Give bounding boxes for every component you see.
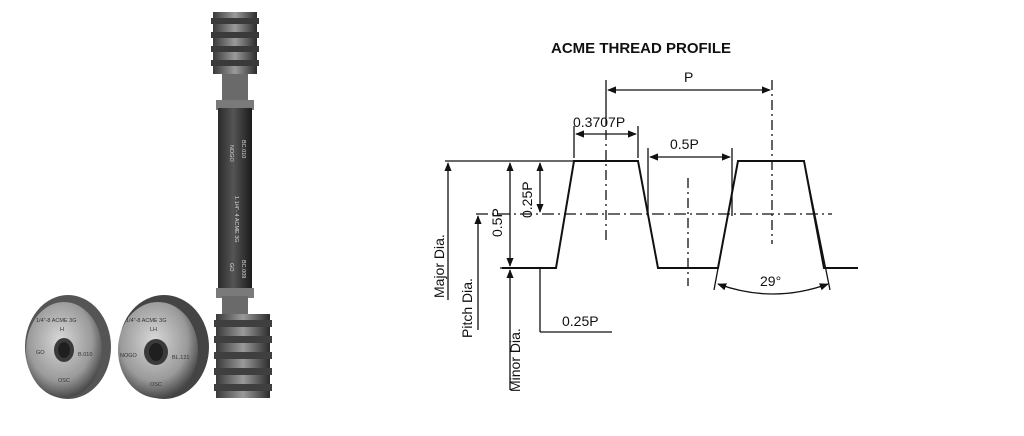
ring-gauge-nogo: 1/4"-8 ACME 3G LH NOGO BL.121 OSC — [118, 295, 209, 399]
crest-width-label: 0.3707P — [573, 114, 625, 130]
plug-gauge: NOGO BC.010 1.1/4"- 4 ACME 3G GO BC.009 — [211, 12, 272, 398]
thread-angle-arc — [717, 283, 829, 295]
plug-lower-text: GO — [228, 263, 234, 272]
acme-thread-profile-diagram: ACME THREAD PROFILE P 0.3707P 0.5P 0.25P… — [431, 40, 858, 392]
ring-gauge-go: 1/4"-8 ACME 3G H GO B.010 OSC — [25, 295, 111, 399]
plug-upper-code: BC.010 — [240, 140, 246, 158]
plug-upper-thread — [211, 12, 259, 74]
half-pitch-label: 0.5P — [670, 136, 699, 152]
ring-right-code-text: BL.121 — [172, 355, 189, 361]
ring-left-top-text: 1/4"-8 ACME 3G — [36, 318, 76, 324]
ring-left-side-text: GO — [36, 350, 45, 356]
diagram-title: ACME THREAD PROFILE — [551, 40, 731, 57]
plug-upper-text: NOGO — [228, 145, 234, 163]
ring-right-mid-text: LH — [150, 327, 157, 333]
ring-right-side-text: NOGO — [120, 353, 138, 359]
plug-lower-code: BC.009 — [240, 260, 246, 278]
pitch-label: P — [684, 69, 693, 85]
major-dia-label: Major Dia. — [431, 234, 447, 298]
plug-lower-thread — [214, 314, 272, 398]
plug-handle — [218, 108, 252, 290]
ring-left-mid-text: H — [60, 327, 64, 333]
ring-left-logo: OSC — [58, 378, 70, 384]
ring-right-top-text: 1/4"-8 ACME 3G — [126, 318, 166, 324]
ring-right-logo: OSC — [150, 382, 162, 388]
root-width-label: 0.25P — [562, 313, 599, 329]
minor-dia-label: Minor Dia. — [507, 328, 523, 392]
pitch-dia-label: Pitch Dia. — [459, 278, 475, 338]
ring-left-code-text: B.010 — [78, 352, 92, 358]
half-height-label: 0.5P — [489, 208, 505, 237]
quarter-height-label: 0.25P — [519, 181, 535, 218]
thread-gauges-photo: NOGO BC.010 1.1/4"- 4 ACME 3G GO BC.009 … — [25, 12, 272, 399]
plug-size-text: 1.1/4"- 4 ACME 3G — [233, 196, 239, 243]
plug-handle-engraving: NOGO BC.010 1.1/4"- 4 ACME 3G GO BC.009 — [228, 140, 246, 278]
thread-angle-label: 29° — [760, 273, 781, 289]
